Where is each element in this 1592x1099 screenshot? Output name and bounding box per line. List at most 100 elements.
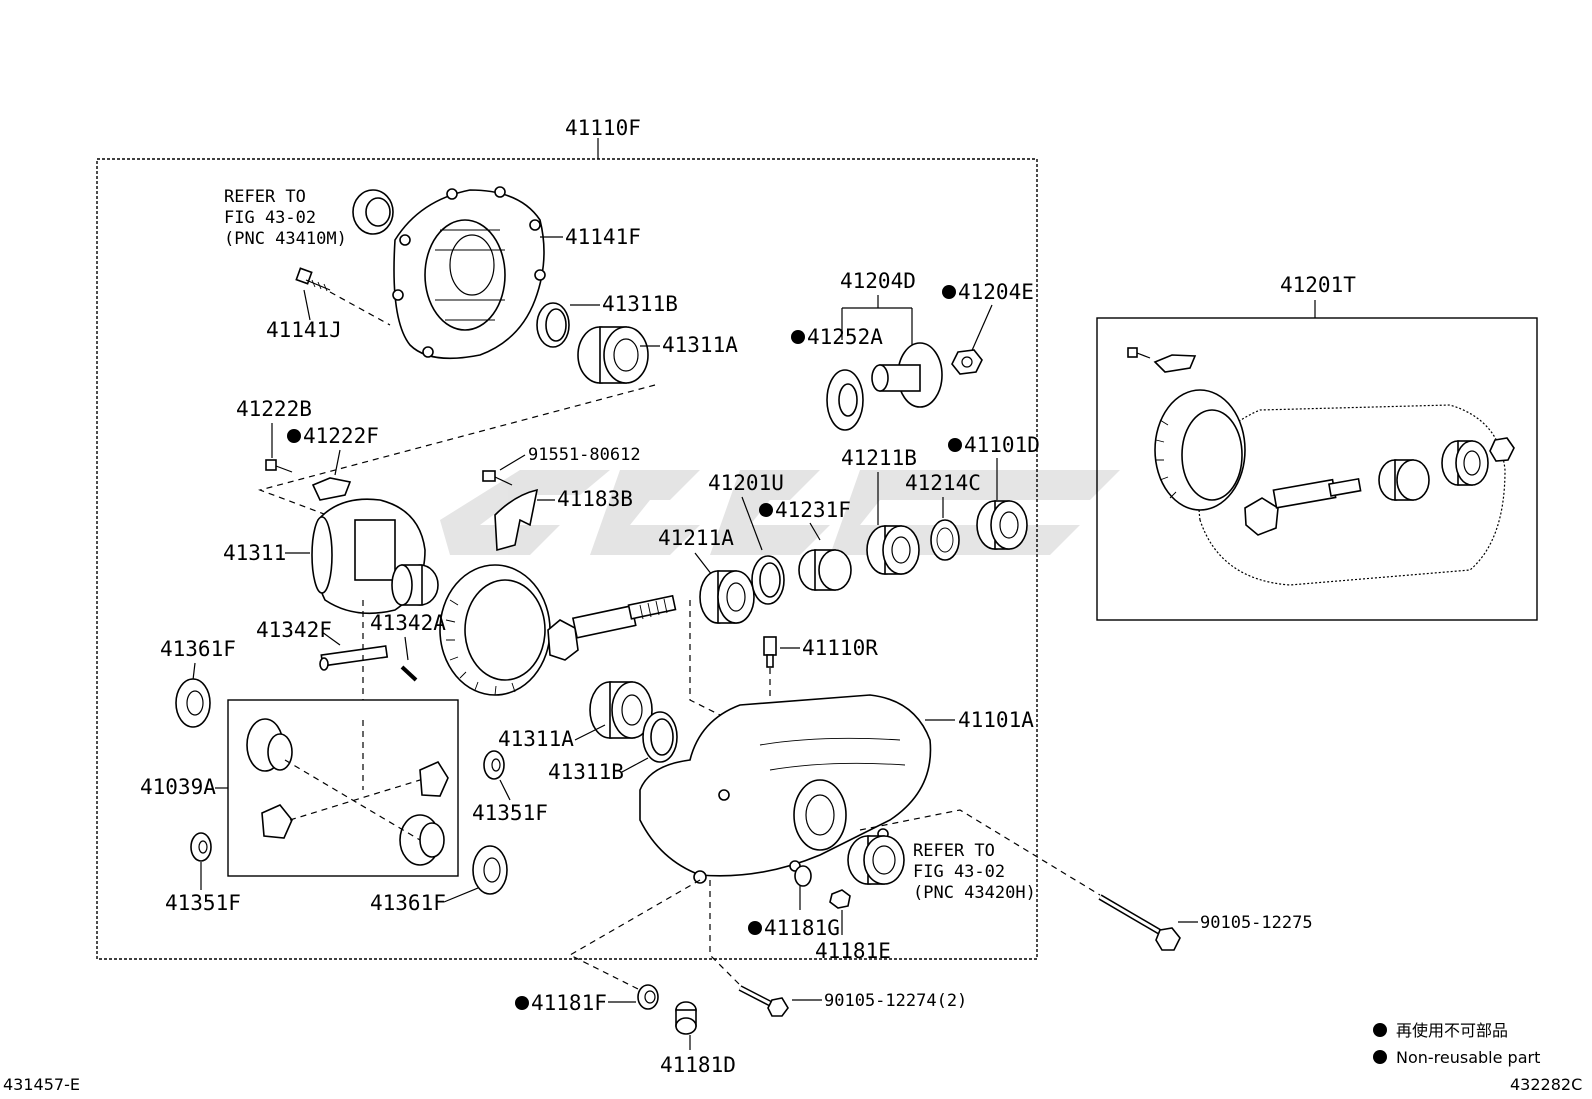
refer-note-top-line1: REFER TO — [224, 187, 306, 207]
carrier-housing-icon — [639, 694, 932, 884]
subassembly-bearing-icon — [1441, 440, 1489, 486]
label-41183B: 41183B — [557, 487, 633, 511]
label-41201U: 41201U — [708, 471, 784, 495]
leader-41201U — [741, 496, 763, 551]
dashed-link-41141J — [329, 291, 391, 326]
label-41204D: 41204D — [840, 269, 916, 293]
leader-41204E — [969, 304, 993, 356]
label-41361F-top: 41361F — [160, 637, 236, 661]
leader-41342A — [404, 636, 409, 661]
label-41222B: 41222B — [236, 397, 312, 421]
leader-41141J — [303, 289, 311, 321]
washer-41214C-icon — [930, 519, 960, 561]
differential-case-icon — [311, 498, 439, 615]
bearing-41211B-icon — [866, 525, 920, 575]
label-41222F: 41222F — [303, 424, 379, 448]
refer-note-bottom-line3: (PNC 43420H) — [913, 883, 1036, 903]
subassembly-nut-icon — [1489, 437, 1515, 462]
bolt-41141J-icon — [295, 267, 331, 292]
side-gear-lower-icon — [399, 814, 445, 866]
breather-plug-icon — [763, 636, 777, 668]
subassembly-ring-gear-icon — [1154, 389, 1246, 511]
label-91551-80612: 91551-80612 — [528, 445, 641, 465]
bolt-90105-12275-icon — [1098, 894, 1181, 951]
gasket-41181G-icon — [794, 865, 812, 887]
refer-note-bottom: REFER TO FIG 43-02 (PNC 43420H) — [913, 841, 1036, 903]
pinion-gear-lower-icon — [261, 804, 293, 839]
label-41204E: 41204E — [958, 280, 1034, 304]
label-41201T: 41201T — [1280, 273, 1356, 297]
leader-41222F — [334, 449, 341, 476]
label-41342A: 41342A — [370, 611, 446, 635]
lock-plate-41222F-icon — [311, 477, 352, 501]
non-reusable-marker-41181G — [748, 921, 762, 935]
subassembly-race-icon — [1378, 459, 1430, 501]
label-41311A-mid: 41311A — [498, 727, 574, 751]
non-reusable-marker-41231F — [759, 503, 773, 517]
label-41101A: 41101A — [958, 708, 1034, 732]
leader-41361F-top — [192, 662, 196, 681]
label-41342F: 41342F — [256, 618, 332, 642]
dashed-link-top-bearing — [258, 384, 656, 521]
non-reusable-marker-41181F — [515, 996, 529, 1010]
race-41231F-icon — [798, 549, 852, 591]
non-reusable-marker-41204E — [942, 285, 956, 299]
gasket-41181F-icon — [637, 984, 659, 1010]
leader-41204D — [841, 295, 913, 350]
label-41181E: 41181E — [815, 939, 891, 963]
side-gear-upper-icon — [246, 718, 293, 772]
spacer-41201U-icon — [751, 555, 785, 605]
pin-41342A-icon — [400, 665, 418, 682]
seal-41252A-icon — [826, 369, 864, 431]
subassembly-pinion-icon — [1244, 477, 1362, 536]
leader-41311A-mid — [574, 724, 606, 741]
rear-cover-icon — [392, 186, 546, 360]
legend-marker-jp — [1373, 1023, 1387, 1037]
main-assembly-label: 41110F — [565, 116, 641, 140]
bolt-41222B-icon — [265, 459, 293, 473]
companion-flange-icon — [871, 342, 943, 408]
refer-note-top-line2: FIG 43-02 — [224, 208, 316, 228]
label-41311A-top: 41311A — [662, 333, 738, 357]
label-41351F-left: 41351F — [165, 891, 241, 915]
deflector-41183B-icon — [494, 488, 539, 552]
leader-41361F-bottom — [443, 887, 479, 903]
oil-seal-41101D-icon — [976, 500, 1028, 550]
legend-marker-en — [1373, 1050, 1387, 1064]
race-41311B-mid-icon — [642, 711, 678, 763]
label-41311B-top: 41311B — [602, 292, 678, 316]
thrust-washer-41361F-bottom-icon — [472, 845, 508, 895]
dashed-link-bolt-right — [859, 809, 1101, 896]
subassembly-box — [1096, 317, 1538, 621]
label-41181D: 41181D — [660, 1053, 736, 1077]
label-41141F: 41141F — [565, 225, 641, 249]
label-41181G: 41181G — [764, 916, 840, 940]
label-41311: 41311 — [223, 541, 286, 565]
label-41214C: 41214C — [905, 471, 981, 495]
refer-note-bottom-line2: FIG 43-02 — [913, 862, 1005, 882]
bearing-41311A-mid-icon — [589, 681, 653, 739]
leader-91551 — [499, 454, 526, 471]
subassembly-plate-icon — [1153, 354, 1197, 373]
label-41351F-mid: 41351F — [472, 801, 548, 825]
bolt-91551-icon — [482, 470, 513, 486]
refer-note-top: REFER TO FIG 43-02 (PNC 43410M) — [224, 187, 347, 249]
label-41141J: 41141J — [266, 318, 342, 342]
label-90105-12274: 90105-12274(2) — [824, 991, 967, 1011]
legend: 再使用不可部品 Non-reusable part — [1373, 1021, 1540, 1067]
pinion-gear-upper-icon — [419, 760, 449, 797]
legend-text-jp: 再使用不可部品 — [1396, 1021, 1508, 1040]
drive-pinion-icon — [547, 594, 677, 661]
pinion-shaft-icon — [319, 645, 389, 671]
washer-41351F-mid-icon — [483, 750, 505, 780]
figure-code-left: 431457-E — [3, 1075, 80, 1094]
label-41110R: 41110R — [802, 636, 878, 660]
non-reusable-marker-41252A — [791, 330, 805, 344]
main-assembly-frame — [96, 158, 1038, 960]
legend-text-en: Non-reusable part — [1396, 1048, 1540, 1067]
label-41039A: 41039A — [140, 775, 216, 799]
refer-note-top-line3: (PNC 43410M) — [224, 229, 347, 249]
bearing-41211A-icon — [699, 570, 755, 624]
subassembly-ghost-housing-icon — [1198, 404, 1506, 586]
